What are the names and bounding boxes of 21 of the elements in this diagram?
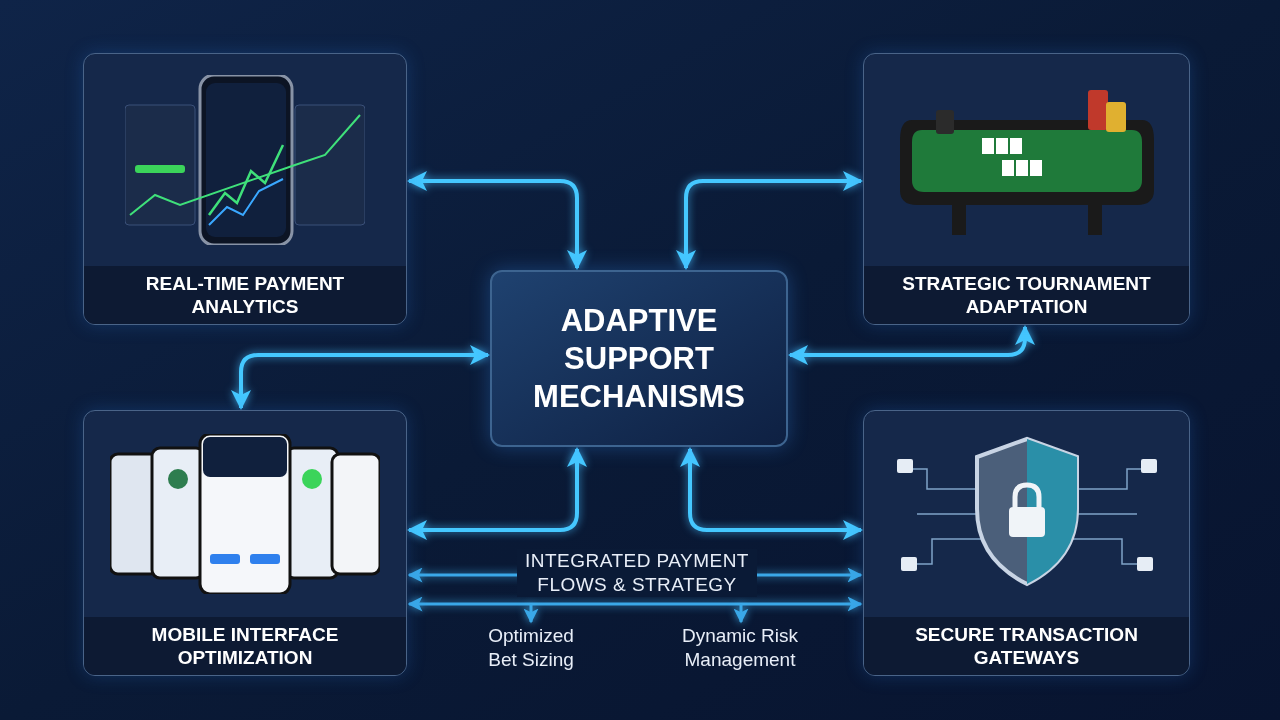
feature-card (83, 410, 407, 676)
branch-label: Dynamic Risk Management (680, 624, 800, 672)
feature-card (863, 53, 1190, 325)
feature-card (863, 410, 1190, 676)
arrow (680, 447, 863, 540)
feature-card (83, 53, 407, 325)
arrow (407, 596, 863, 612)
arrow (676, 171, 863, 270)
branch-label: Optimized Bet Sizing (487, 624, 575, 672)
arrow (231, 345, 490, 410)
card-title: SECURE TRANSACTION GATEWAYS (914, 623, 1139, 669)
card-title: MOBILE INTERFACE OPTIMIZATION (150, 623, 340, 669)
central-title: ADAPTIVE SUPPORT MECHANISMS (532, 301, 746, 416)
arrow (523, 604, 539, 624)
arrow (733, 604, 749, 624)
card-title: STRATEGIC TOURNAMENT ADAPTATION (901, 272, 1152, 318)
central-box (490, 270, 788, 447)
arrow (788, 325, 1035, 365)
arrow (407, 447, 587, 540)
arrow (407, 171, 587, 270)
card-title: REAL-TIME PAYMENT ANALYTICS (144, 272, 346, 318)
